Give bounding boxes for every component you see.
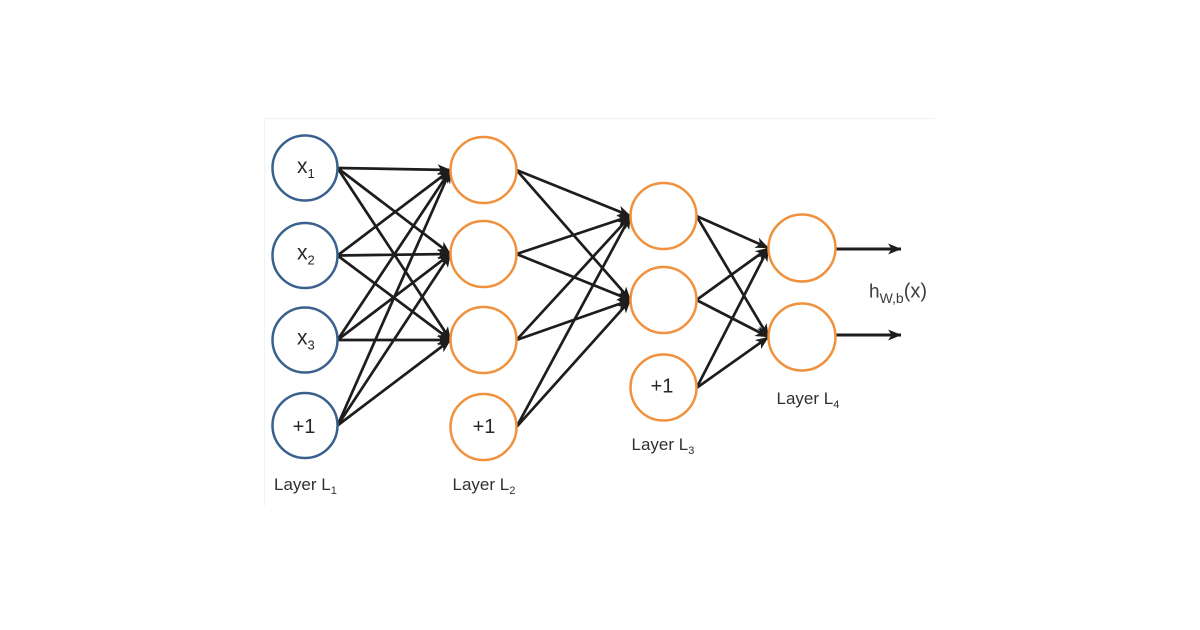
- svg-text:+1: +1: [293, 416, 316, 438]
- svg-text:Layer L1: Layer L1: [274, 475, 337, 497]
- svg-text:Layer L4: Layer L4: [777, 389, 840, 411]
- svg-text:Layer L2: Layer L2: [453, 475, 516, 497]
- svg-text:+1: +1: [473, 416, 496, 438]
- svg-text:Layer L3: Layer L3: [632, 435, 695, 457]
- svg-text:hW,b(x): hW,b(x): [869, 281, 927, 307]
- svg-text:+1: +1: [651, 376, 674, 398]
